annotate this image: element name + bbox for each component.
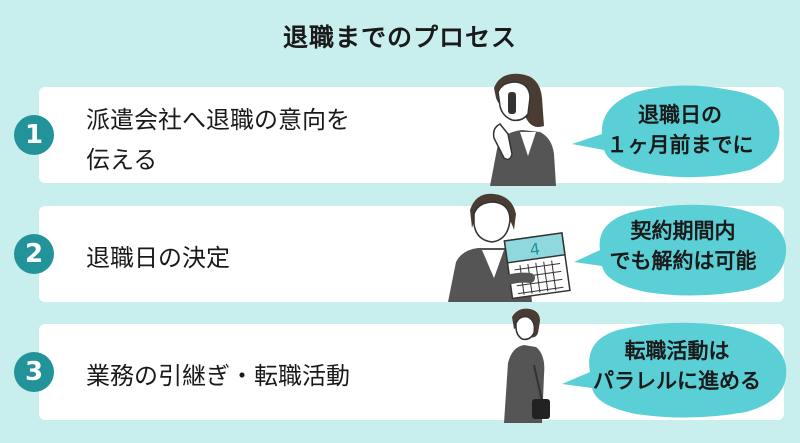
step-number-3: 3	[14, 352, 54, 392]
step-number-1: 1	[14, 115, 54, 155]
bubble-1-line2: １ヶ月前までに	[606, 133, 754, 157]
bubble-1-line1: 退職日の	[638, 103, 722, 127]
walking-person-illustration	[504, 308, 550, 423]
step-1-text-line2: 伝える	[86, 146, 158, 174]
bubble-3-line2: パラレルに進める	[593, 369, 761, 393]
calendar-number: 4	[529, 239, 542, 259]
step-number-2: 2	[14, 234, 54, 274]
bubble-2-line2: でも解約は可能	[609, 249, 757, 273]
speech-bubble-1: 退職日の １ヶ月前までに	[570, 82, 790, 182]
step-2-text: 退職日の決定	[86, 244, 230, 272]
bubble-3-line1: 転職活動は	[624, 339, 730, 363]
step-1-text-line1: 派遣会社へ退職の意向を	[86, 106, 350, 134]
person-on-phone-illustration	[490, 73, 556, 186]
step-3-text: 業務の引継ぎ・転職活動	[86, 362, 350, 390]
page-title: 退職までのプロセス	[282, 23, 517, 52]
speech-bubble-2: 契約期間内 でも解約は可能	[572, 200, 794, 300]
bubble-2-line1: 契約期間内	[630, 219, 736, 243]
speech-bubble-3: 転職活動は パラレルに進める	[560, 318, 794, 422]
person-with-calendar-illustration: 4	[448, 193, 571, 302]
